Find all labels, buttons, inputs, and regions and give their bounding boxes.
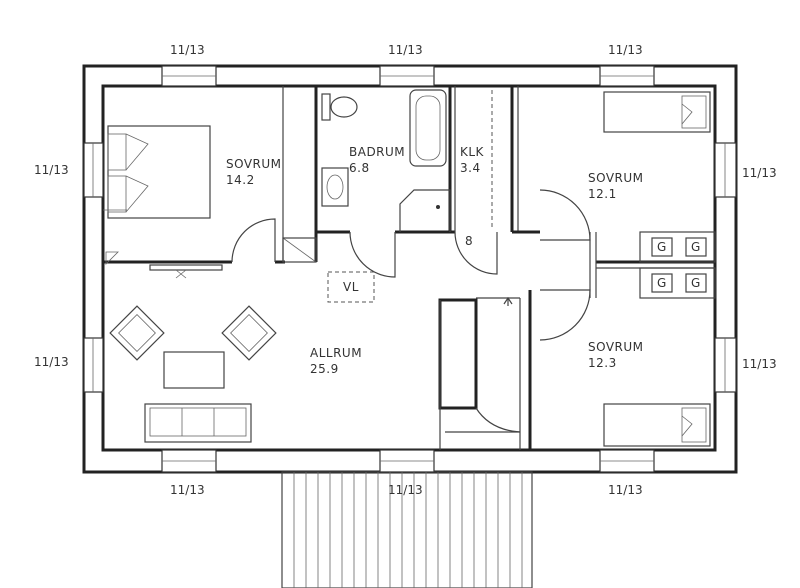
room-name-sovrum-right2: SOVRUM xyxy=(588,340,644,354)
armchair-icon-left xyxy=(109,305,165,361)
room-name-sovrum-left: SOVRUM xyxy=(226,157,282,171)
window-top-2 xyxy=(379,65,435,87)
sofa-icon xyxy=(144,403,252,443)
interior-walls xyxy=(103,86,716,450)
room-area-badrum: 6.8 xyxy=(349,161,370,175)
window-dim-left-1: 11/13 xyxy=(34,163,69,177)
door-klk xyxy=(454,231,498,275)
corner-mark xyxy=(105,251,119,265)
g-label-4: G xyxy=(691,276,701,290)
room-name-badrum: BADRUM xyxy=(349,145,405,159)
window-dim-top-3: 11/13 xyxy=(608,43,643,57)
vl-label: VL xyxy=(343,280,359,294)
window-right-2 xyxy=(714,337,737,393)
window-dim-bottom-2: 11/13 xyxy=(388,483,423,497)
window-left-2 xyxy=(83,337,104,393)
bathtub-icon xyxy=(409,89,447,167)
window-dim-top-1: 11/13 xyxy=(170,43,205,57)
window-dim-right-2: 11/13 xyxy=(742,357,777,371)
door-sovrum-left xyxy=(231,218,276,263)
room-name-sovrum-right1: SOVRUM xyxy=(588,171,644,185)
window-top-1 xyxy=(161,65,217,87)
vl-box xyxy=(327,271,375,303)
g-label-2: G xyxy=(691,240,701,254)
room-area-sovrum-right2: 12.3 xyxy=(588,356,617,370)
sink-icon xyxy=(321,167,349,207)
stair-number: 8 xyxy=(465,234,473,248)
window-dim-left-2: 11/13 xyxy=(34,355,69,369)
window-dim-top-2: 11/13 xyxy=(388,43,423,57)
wardrobe-icon xyxy=(149,264,223,279)
window-top-3 xyxy=(599,65,655,87)
window-dim-bottom-1: 11/13 xyxy=(170,483,205,497)
window-dim-right-1: 11/13 xyxy=(742,166,777,180)
window-left-1 xyxy=(83,142,104,198)
armchair-icon-right xyxy=(221,305,277,361)
closet-g-boxes xyxy=(651,237,707,293)
room-area-sovrum-left: 14.2 xyxy=(226,173,255,187)
door-sovrum-right2 xyxy=(539,289,591,341)
room-name-allrum: ALLRUM xyxy=(310,346,362,360)
door-sovrum-right1 xyxy=(539,189,591,241)
window-bottom-1 xyxy=(161,449,217,473)
room-name-klk: KLK xyxy=(460,145,485,159)
window-bottom-2 xyxy=(379,449,435,473)
single-bed-icon-1 xyxy=(603,91,711,133)
window-dim-bottom-3: 11/13 xyxy=(608,483,643,497)
door-badrum xyxy=(349,231,396,278)
shower-icon xyxy=(399,189,451,232)
double-bed-icon xyxy=(107,125,211,219)
room-area-klk: 3.4 xyxy=(460,161,481,175)
g-label-3: G xyxy=(657,276,667,290)
room-area-allrum: 25.9 xyxy=(310,362,339,376)
g-label-1: G xyxy=(657,240,667,254)
single-bed-icon-2 xyxy=(603,403,711,447)
window-right-1 xyxy=(714,142,737,198)
deck xyxy=(281,471,533,588)
window-bottom-3 xyxy=(599,449,655,473)
coffee-table-icon xyxy=(163,351,225,389)
toilet-icon xyxy=(321,93,358,121)
room-area-sovrum-right1: 12.1 xyxy=(588,187,617,201)
